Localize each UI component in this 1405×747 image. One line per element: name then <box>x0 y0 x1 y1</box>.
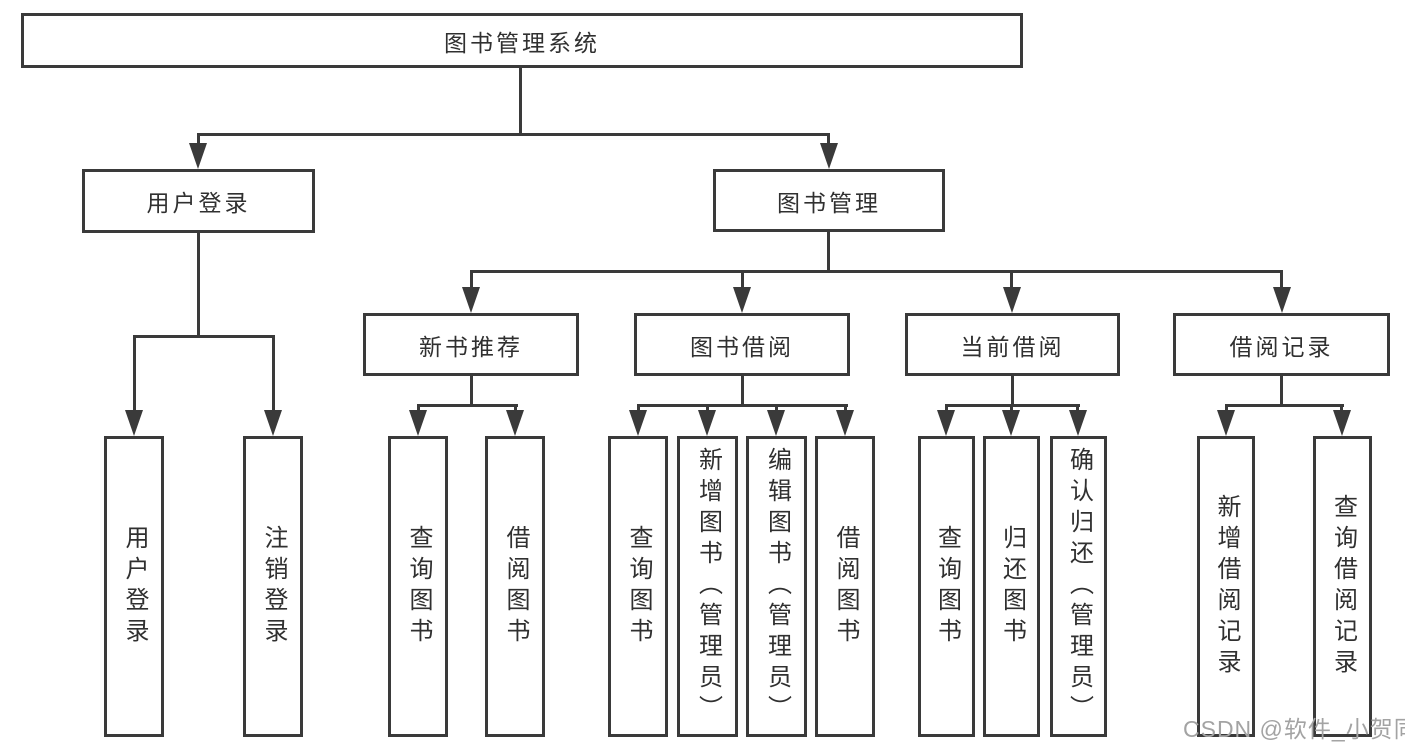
leaf-borrow-books-1: 借阅图书 <box>485 436 545 737</box>
node-current-borrow: 当前借阅 <box>905 313 1120 376</box>
leaf-confirm-return-admin: 确认归还（管理员） <box>1050 436 1107 737</box>
connector-drop <box>417 404 420 414</box>
node-root: 图书管理系统 <box>21 13 1023 68</box>
leaf-label: 借阅图书 <box>502 524 529 649</box>
csdn-watermark: CSDN @软件_小贺同学 <box>1183 716 1405 742</box>
connector-book-mgmt-stem <box>827 232 830 272</box>
connector-drop <box>1010 270 1013 290</box>
arrow-down-icon <box>698 410 716 436</box>
node-book-management: 图书管理 <box>713 169 945 232</box>
connector-drop <box>1010 404 1013 414</box>
leaf-label: 查询借阅记录 <box>1329 493 1357 680</box>
arrow-down-icon <box>1002 410 1020 436</box>
leaf-add-books-admin: 新增图书（管理员） <box>677 436 738 737</box>
connector-borrow-stem <box>741 376 744 406</box>
leaf-logout: 注销登录 <box>243 436 303 737</box>
arrow-down-icon <box>125 410 143 436</box>
connector-drop <box>775 404 778 414</box>
leaf-label: 注销登录 <box>260 524 287 649</box>
arrow-down-icon <box>820 143 838 169</box>
arrow-down-icon <box>836 410 854 436</box>
node-user-login: 用户登录 <box>82 169 315 233</box>
connector-drop <box>1076 404 1079 414</box>
leaf-label: 新增借阅记录 <box>1213 493 1240 680</box>
connector-drop <box>133 335 136 413</box>
node-user-login-label: 用户登录 <box>146 190 251 216</box>
connector-user-login-stem <box>197 233 200 337</box>
leaf-label: 用户登录 <box>121 524 148 649</box>
connector-new-rec-rail <box>417 404 518 407</box>
arrow-down-icon <box>189 143 207 169</box>
leaf-label: 编辑图书（管理员） <box>763 447 791 726</box>
arrow-down-icon <box>1273 287 1291 313</box>
arrow-down-icon <box>1069 410 1087 436</box>
connector-drop <box>844 404 847 414</box>
connector-root-rail <box>197 133 830 136</box>
connector-user-login-rail <box>133 335 275 338</box>
connector-drop <box>470 270 473 290</box>
leaf-add-borrow-record: 新增借阅记录 <box>1197 436 1255 737</box>
leaf-return-books: 归还图书 <box>983 436 1040 737</box>
node-new-book-recommend-label: 新书推荐 <box>419 333 523 360</box>
connector-new-rec-stem <box>470 376 473 406</box>
connector-drop <box>1225 404 1228 414</box>
connector-records-rail <box>1225 404 1344 407</box>
connector-drop <box>1280 270 1283 290</box>
leaf-label: 查询图书 <box>933 524 961 649</box>
connector-drop <box>272 335 275 413</box>
connector-drop <box>945 404 948 414</box>
node-book-management-label: 图书管理 <box>777 189 881 216</box>
node-book-borrow: 图书借阅 <box>634 313 850 376</box>
arrow-down-icon <box>733 287 751 313</box>
connector-drop <box>514 404 517 414</box>
leaf-query-books-1: 查询图书 <box>388 436 448 737</box>
connector-root-stem <box>519 68 522 134</box>
connector-drop <box>1340 404 1343 414</box>
leaf-label: 查询图书 <box>625 524 652 649</box>
leaf-label: 查询图书 <box>405 524 432 649</box>
connector-drop <box>637 404 640 414</box>
arrow-down-icon <box>1333 410 1351 436</box>
arrow-down-icon <box>1003 287 1021 313</box>
arrow-down-icon <box>767 410 785 436</box>
connector-drop <box>827 133 830 146</box>
connector-book-mgmt-rail <box>470 270 1283 273</box>
node-borrow-records-label: 借阅记录 <box>1229 333 1334 360</box>
arrow-down-icon <box>629 410 647 436</box>
arrow-down-icon <box>506 410 524 436</box>
node-book-borrow-label: 图书借阅 <box>690 333 794 360</box>
leaf-query-books-2: 查询图书 <box>608 436 668 737</box>
arrow-down-icon <box>462 287 480 313</box>
leaf-query-books-3: 查询图书 <box>918 436 975 737</box>
leaf-label: 归还图书 <box>998 524 1026 649</box>
connector-drop <box>741 270 744 290</box>
connector-drop <box>197 133 200 146</box>
leaf-query-borrow-record: 查询借阅记录 <box>1313 436 1372 737</box>
node-new-book-recommend: 新书推荐 <box>363 313 579 376</box>
leaf-user-login: 用户登录 <box>104 436 164 737</box>
node-borrow-records: 借阅记录 <box>1173 313 1390 376</box>
connector-drop <box>706 404 709 414</box>
arrow-down-icon <box>1217 410 1235 436</box>
leaf-label: 借阅图书 <box>832 524 859 649</box>
connector-borrow-rail <box>637 404 848 407</box>
node-root-label: 图书管理系统 <box>444 29 600 56</box>
leaf-label: 确认归还（管理员） <box>1065 447 1093 726</box>
connector-records-stem <box>1280 376 1283 406</box>
arrow-down-icon <box>937 410 955 436</box>
connector-current-stem <box>1011 376 1014 406</box>
arrow-down-icon <box>264 410 282 436</box>
node-current-borrow-label: 当前借阅 <box>960 333 1065 360</box>
leaf-label: 新增图书（管理员） <box>694 447 722 726</box>
arrow-down-icon <box>409 410 427 436</box>
leaf-edit-books-admin: 编辑图书（管理员） <box>746 436 807 737</box>
leaf-borrow-books-2: 借阅图书 <box>815 436 875 737</box>
